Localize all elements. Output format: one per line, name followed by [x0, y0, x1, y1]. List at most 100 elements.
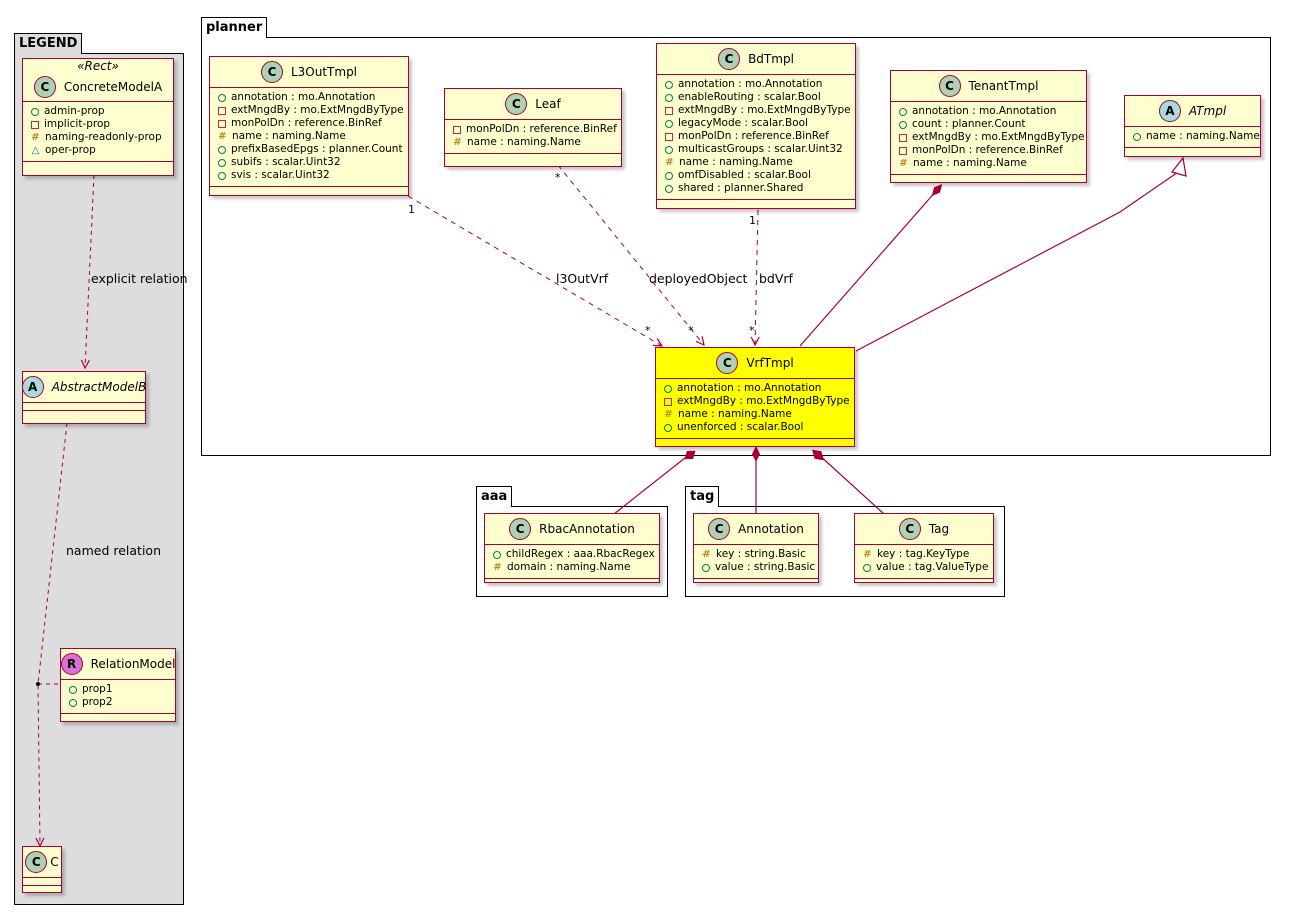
attribute-text: extMngdBy : mo.ExtMngdByType — [677, 395, 850, 407]
legend-package — [14, 53, 184, 905]
explicit-relation-label: explicit relation — [91, 271, 188, 286]
attribute-text: extMngdBy : mo.ExtMngdByType — [678, 104, 851, 116]
class-c-icon: C — [938, 75, 961, 97]
class-a-icon: A — [1158, 100, 1181, 122]
class-c-icon: C — [260, 61, 283, 83]
atmpl-class[interactable]: A ATmpl name : naming.Name — [1124, 95, 1261, 157]
protected-icon: # — [665, 157, 674, 168]
private-icon — [899, 133, 907, 142]
annotation-composition-diamond — [752, 446, 760, 462]
class-name: Tag — [928, 522, 950, 536]
legend-package-tab: LEGEND — [14, 33, 83, 54]
attribute-text: annotation : mo.Annotation — [912, 105, 1057, 117]
attribute-row: value : tag.ValueType — [863, 561, 989, 574]
public-icon — [665, 171, 673, 180]
l3outvrf-label: l3OutVrf — [556, 271, 609, 286]
tenant-composition-line — [799, 189, 938, 347]
private-icon — [218, 119, 226, 128]
class-name: BdTmpl — [748, 52, 794, 66]
attribute-text: name : naming.Name — [913, 157, 1027, 169]
public-icon — [69, 698, 77, 707]
attribute-row: svis : scalar.Uint32 — [218, 169, 402, 182]
attribute-row: monPolDn : reference.BinRef — [665, 130, 849, 143]
attribute-row: #key : tag.KeyType — [863, 548, 987, 561]
c-model-class[interactable]: C C — [22, 846, 62, 893]
attribute-row: implicit-prop — [31, 118, 167, 131]
attribute-row: #name : naming.Name — [665, 156, 849, 169]
inheritance-triangle — [1170, 156, 1187, 177]
public-icon — [665, 145, 673, 154]
attribute-text: domain : naming.Name — [507, 561, 631, 573]
annotation-class[interactable]: C Annotation #key : string.Basic value :… — [693, 513, 819, 583]
attribute-row: annotation : mo.Annotation — [899, 105, 1080, 118]
class-name: L3OutTmpl — [290, 65, 358, 79]
explicit-relation-line — [85, 174, 95, 368]
bdvrf-line — [755, 209, 758, 345]
attribute-row: extMngdBy : mo.ExtMngdByType — [664, 395, 850, 408]
rbac-composition-line — [613, 453, 691, 515]
class-name: C — [50, 855, 59, 869]
attribute-row: monPolDn : reference.BinRef — [899, 144, 1080, 157]
protected-icon: # — [863, 549, 872, 560]
rbacannotation-class[interactable]: C RbacAnnotation childRegex : aaa.RbacRe… — [484, 513, 660, 583]
public-icon — [664, 423, 672, 432]
public-icon — [665, 80, 673, 89]
vrftmpl-class[interactable]: C VrfTmpl annotation : mo.Annotation ext… — [655, 347, 855, 447]
attribute-row: value : string.Basic — [702, 561, 815, 574]
attribute-text: implicit-prop — [44, 118, 111, 130]
public-icon — [218, 93, 226, 102]
public-icon — [31, 107, 39, 116]
attribute-text: omfDisabled : scalar.Bool — [678, 169, 811, 181]
rect-stereotype: «Rect» — [77, 59, 119, 73]
private-icon — [665, 132, 673, 141]
attribute-text: prop1 — [82, 683, 113, 695]
abstract-model-class[interactable]: A AbstractModelB — [21, 371, 147, 424]
deployedobject-line — [557, 164, 704, 345]
class-name: Leaf — [535, 97, 561, 111]
class-name: AbstractModelB — [51, 380, 147, 394]
leaf-class[interactable]: C Leaf monPolDn : reference.BinRef #name… — [444, 88, 622, 167]
tag-class[interactable]: C Tag #key : tag.KeyType value : tag.Val… — [854, 513, 994, 583]
planner-package-label: planner — [206, 20, 263, 35]
attribute-row: #naming-readonly-prop — [31, 131, 167, 144]
bdtmpl-class[interactable]: C BdTmpl annotation : mo.Annotation enab… — [656, 43, 856, 209]
public-icon — [664, 384, 672, 393]
attribute-row: prop2 — [69, 696, 169, 709]
attribute-row: #name : naming.Name — [453, 136, 615, 149]
attribute-row: omfDisabled : scalar.Bool — [665, 169, 849, 182]
attribute-row: #name : naming.Name — [218, 130, 402, 143]
class-name: RbacAnnotation — [539, 522, 635, 536]
l3outtmpl-class[interactable]: C L3OutTmpl annotation : mo.Annotation e… — [209, 56, 409, 196]
attribute-row: enableRouting : scalar.Bool — [665, 91, 849, 104]
class-c-icon: C — [716, 352, 739, 374]
private-icon — [664, 397, 672, 406]
attribute-text: annotation : mo.Annotation — [231, 91, 376, 103]
class-c-icon: C — [898, 518, 921, 540]
attribute-text: value : tag.ValueType — [876, 561, 989, 573]
public-icon — [899, 120, 907, 129]
public-icon — [218, 145, 226, 154]
tag-package-label: tag — [690, 489, 715, 504]
class-name: TenantTmpl — [968, 79, 1039, 93]
attribute-row: prop1 — [69, 683, 169, 696]
attribute-text: naming-readonly-prop — [45, 131, 162, 143]
named-relation-label: named relation — [66, 543, 161, 558]
tenanttmpl-class[interactable]: C TenantTmpl annotation : mo.Annotation … — [890, 70, 1087, 183]
concrete-model-class[interactable]: «Rect» C ConcreteModelA admin-prop impli… — [22, 58, 174, 176]
relation-model-class[interactable]: R RelationModel prop1 prop2 — [60, 648, 176, 722]
attribute-text: childRegex : aaa.RbacRegex — [506, 548, 655, 560]
attribute-row: annotation : mo.Annotation — [664, 382, 848, 395]
attribute-row: extMngdBy : mo.ExtMngdByType — [218, 104, 404, 117]
l3out-source-multiplicity: 1 — [408, 203, 415, 216]
protected-icon: # — [218, 131, 227, 142]
attribute-text: subifs : scalar.Uint32 — [231, 156, 341, 168]
tag-composition-diamond — [812, 449, 824, 461]
attribute-row: △oper-prop — [31, 144, 167, 157]
attribute-row: legacyMode : scalar.Bool — [665, 117, 849, 130]
class-c-icon: C — [718, 48, 741, 70]
private-icon — [453, 125, 461, 134]
class-name: RelationModel — [90, 657, 176, 671]
attribute-row: name : naming.Name — [1133, 130, 1260, 143]
named-relation-line — [38, 422, 68, 846]
private-icon — [218, 106, 226, 115]
